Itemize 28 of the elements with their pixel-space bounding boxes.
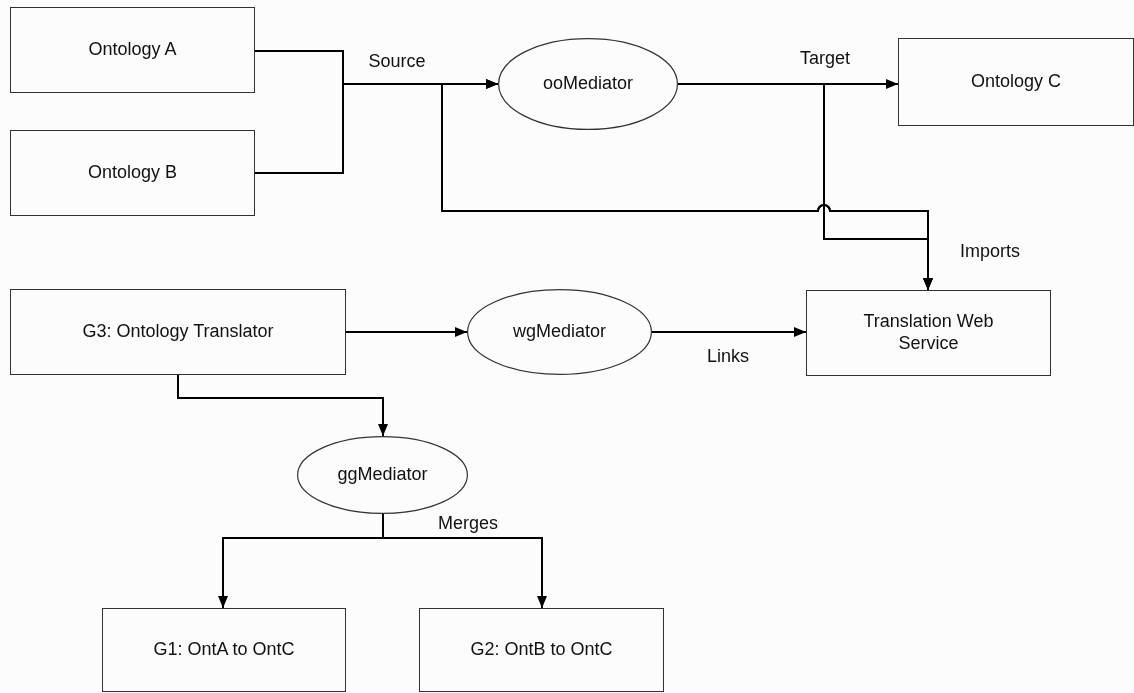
ontology-box xyxy=(10,289,346,375)
connector-arrow xyxy=(382,513,547,609)
connector-arrow xyxy=(177,374,388,437)
mediator-ellipse xyxy=(467,289,652,375)
connector-arrow xyxy=(345,327,468,337)
ontology-box xyxy=(102,608,346,692)
connector-arrow xyxy=(677,83,933,291)
edge-label: Imports xyxy=(958,242,1022,262)
node-label: Translation Web Service xyxy=(862,311,995,355)
ontology-box xyxy=(10,7,255,93)
connector-arrow xyxy=(651,327,807,337)
mediator-ellipse xyxy=(297,436,468,514)
node-label: Ontology C xyxy=(969,71,1062,93)
node-label: G3: Ontology Translator xyxy=(81,321,275,343)
ontology-box xyxy=(806,290,1051,376)
ontology-box xyxy=(419,608,664,692)
node-label: ggMediator xyxy=(336,464,429,486)
ontology-box xyxy=(898,38,1134,126)
node-label: Ontology A xyxy=(87,39,178,61)
edge-label: Target xyxy=(798,49,852,69)
ontology-box xyxy=(10,130,255,216)
node-label: ooMediator xyxy=(541,73,635,95)
edge-label: Merges xyxy=(436,514,500,534)
node-label: Ontology B xyxy=(86,162,179,184)
mediator-ellipse xyxy=(498,38,678,130)
node-label: wgMediator xyxy=(511,321,607,343)
node-label: G2: OntB to OntC xyxy=(469,639,614,661)
node-label: G1: OntA to OntC xyxy=(152,639,296,661)
